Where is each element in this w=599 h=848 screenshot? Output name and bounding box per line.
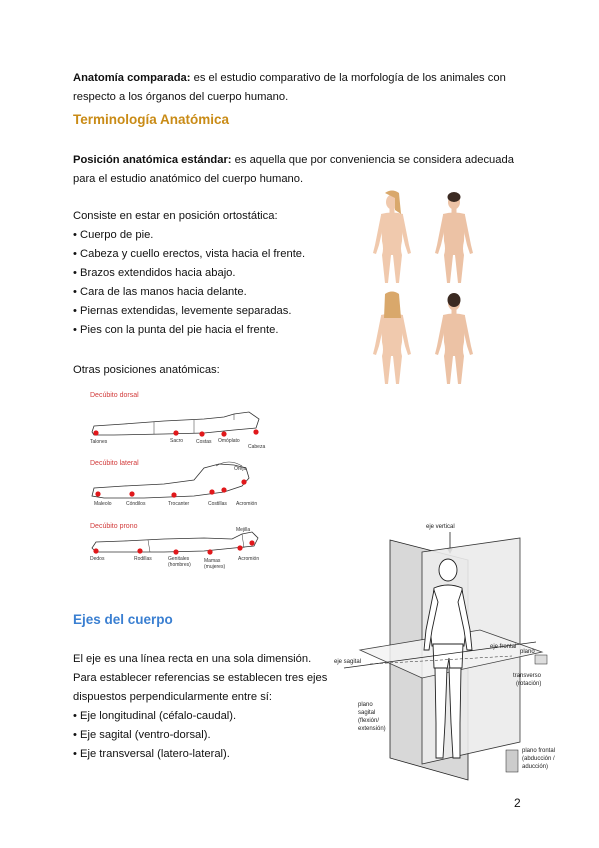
list-item: • Eje sagital (ventro-dorsal). [73,729,211,741]
label-eje-frontal: eje frontal [490,644,516,650]
ejes-line: Para establecer referencias se establece… [73,672,328,684]
posicion-line-2: para el estudio anatómico del cuerpo hum… [73,173,304,185]
prono-label-genitales: Genitales [168,556,190,562]
label-eje-vertical: eje vertical [426,524,455,530]
intro-paragraph: Anatomía comparada: es el estudio compar… [73,69,533,107]
list-item: • Cuerpo de pie. [73,229,154,241]
intro-term: Anatomía comparada: [73,72,191,84]
label-plano-transverso-3: (rotación) [516,681,541,687]
prono-pressure-dots [93,540,255,555]
lateral-label-oreja: Oreja [234,466,246,472]
label-plano-frontal-1: plano frontal [522,748,555,754]
decubito-dorsal-title: Decúbito dorsal [90,392,139,399]
decubitus-illustration: Decúbito dorsal Talones Sacro Costas Omó… [90,392,265,570]
dorsal-label-sacro: Sacro [170,438,183,444]
otras-posiciones-label: Otras posiciones anatómicas: [73,364,220,376]
page-number: 2 [514,796,521,810]
lateral-label-condilos: Cóndilos [126,501,146,507]
prono-label-mejilla: Mejilla [236,527,250,533]
label-plano-transverso-1: plano [520,649,535,655]
consiste-list: Consiste en estar en posición ortostátic… [73,207,373,340]
prono-label-hombres: (hombres) [168,562,191,568]
list-item: • Eje transversal (latero-lateral). [73,748,230,760]
prono-label-dedos: Dedos [90,556,105,562]
figure-female-front [373,194,411,283]
lateral-body-outline [91,463,250,499]
ejes-paragraph: El eje es una línea recta en una sola di… [73,650,343,764]
figure-male-back [435,295,473,384]
prono-label-rodillas: Rodillas [134,556,152,562]
dorsal-label-talones: Talones [90,439,108,445]
lateral-pressure-dots [95,479,247,498]
prono-label-mujeres: (mujeres) [204,564,225,570]
decubito-lateral-title: Decúbito lateral [90,460,139,467]
lateral-label-trocanter: Trocanter [168,501,190,507]
prono-body-outline [91,531,259,553]
standing-figure [423,558,473,759]
legend-box-frontal [505,749,519,773]
list-item: • Piernas extendidas, levemente separada… [73,305,292,317]
lateral-arm-detail [215,461,243,467]
body-axes-planes-illustration: eje vertical eje sagital eje frontal pla… [334,524,555,781]
male-hair [447,192,461,202]
dorsal-label-omoplato: Omóplato [218,438,240,444]
section-title-ejes: Ejes del cuerpo [73,612,173,627]
male-hair-back [447,293,461,307]
prono-label-mamas: Mamas [204,558,221,564]
anatomical-position-figures [373,190,473,384]
dorsal-body-detail [153,414,235,434]
list-item: • Brazos extendidos hacia abajo. [73,267,236,279]
figure-male-front [435,194,473,283]
list-item: • Cara de las manos hacia delante. [73,286,247,298]
prono-label-acromion: Acromión [238,556,259,562]
decubito-prono-title: Decúbito prono [90,523,138,530]
dorsal-label-cabeza: Cabeza [248,444,265,450]
section-title-terminologia: Terminología Anatómica [73,112,230,127]
lateral-label-acromion: Acromión [236,501,257,507]
posicion-term: Posición anatómica estándar: [73,154,232,166]
list-item: • Pies con la punta del pie hacia el fre… [73,324,279,336]
intro-line-1: Anatomía comparada: es el estudio compar… [73,72,506,84]
dorsal-pressure-dots [93,429,259,437]
list-item: • Eje longitudinal (céfalo-caudal). [73,710,237,722]
label-eje-sagital: eje sagital [334,659,361,665]
dorsal-body-outline [91,411,260,436]
posicion-paragraph: Posición anatómica estándar: es aquella … [73,151,543,189]
dorsal-label-costas: Costas [196,439,212,445]
sagittal-axis-line [369,655,513,665]
label-plano-sagital-1: plano [358,702,373,708]
label-plano-sagital-2: sagital [358,710,375,716]
female-hair-back [384,291,401,318]
list-item: • Cabeza y cuello erectos, vista hacia e… [73,248,306,260]
ejes-line: El eje es una línea recta en una sola di… [73,653,312,665]
intro-line-2: respecto a los órganos del cuerpo humano… [73,91,289,103]
ejes-line: dispuestos perpendicularmente entre sí: [73,691,273,703]
prono-body-detail [147,533,245,553]
legend-box-transverso [534,654,548,665]
label-plano-sagital-4: extensión) [358,726,386,732]
label-plano-frontal-2: (abducción / [522,756,555,762]
label-plano-frontal-3: aducción) [522,764,548,770]
lateral-label-costillas: Costillas [208,501,227,507]
label-plano-sagital-3: (flexión/ [358,718,379,724]
female-hair [385,190,401,214]
lateral-label-maleolo: Maleolo [94,501,112,507]
label-plano-transverso-2: transverso [513,673,542,679]
consiste-intro: Consiste en estar en posición ortostátic… [73,210,278,222]
posicion-line-1: Posición anatómica estándar: es aquella … [73,154,514,166]
